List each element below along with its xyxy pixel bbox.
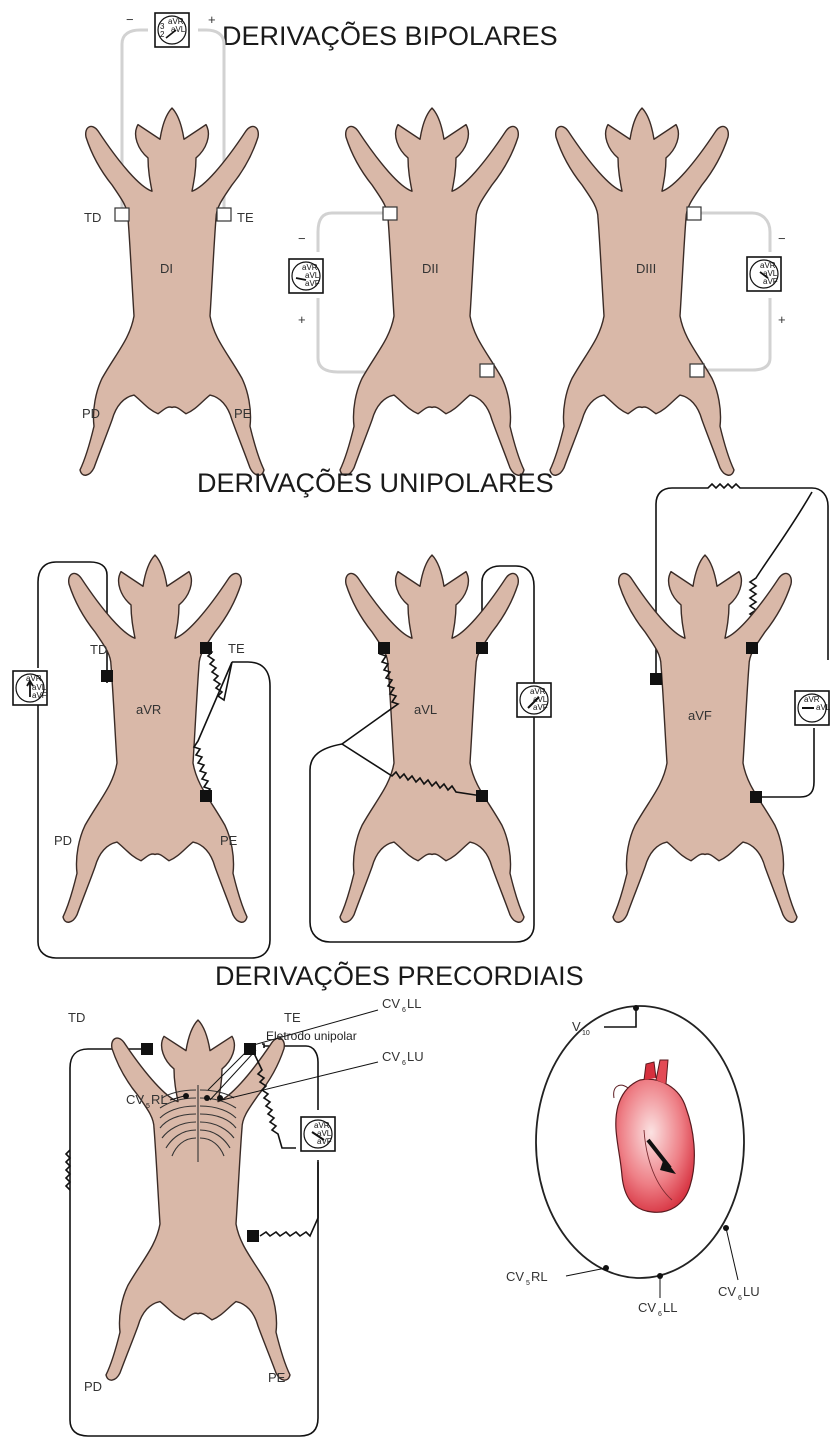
electrode-te: [476, 642, 488, 654]
svg-text:CV: CV: [638, 1300, 656, 1315]
label-te-di: TE: [237, 210, 254, 225]
svg-text:CV: CV: [382, 1049, 400, 1064]
lead-label-avf: aVF: [688, 708, 712, 723]
meter-label-avf: aVF: [763, 277, 778, 286]
lead-label-di: DI: [160, 261, 173, 276]
polarity-plus-dii: +: [298, 312, 306, 327]
svg-text:CV: CV: [506, 1269, 524, 1284]
meter-di: aVR aVL 3 2: [155, 13, 189, 47]
electrode-cv5rl: [183, 1093, 189, 1099]
meter-avf: aVR aVL: [795, 691, 830, 725]
svg-text:10: 10: [582, 1030, 590, 1037]
meter-diii: aVR aVL aVF: [747, 257, 781, 291]
svg-text:LU: LU: [743, 1284, 760, 1299]
meter-label-2: 2: [160, 30, 165, 39]
electrode-td: [383, 207, 397, 220]
meter-label-avf: aVF: [32, 691, 47, 700]
svg-text:RL: RL: [151, 1092, 168, 1107]
meter-label-avf: aVF: [305, 279, 320, 288]
title-bipolar: DERIVAÇÕES BIPOLARES: [222, 20, 558, 51]
electrode-te: [687, 207, 701, 220]
label-td-di: TD: [84, 210, 101, 225]
svg-text:6: 6: [738, 1295, 742, 1302]
thorax-section: [536, 1005, 744, 1298]
dog-avr: [38, 555, 270, 958]
meter-avr: aVR aVL aVF: [13, 671, 47, 705]
electrode-cv6lu: [217, 1095, 223, 1101]
label-td-precordial: TD: [68, 1010, 85, 1025]
polarity-plus-diii: +: [778, 312, 786, 327]
polarity-minus-di: −: [126, 12, 134, 27]
lead-label-avl: aVL: [414, 702, 437, 717]
label-td-avr: TD: [90, 642, 107, 657]
meter-label-avf: aVF: [533, 703, 548, 712]
svg-text:6: 6: [658, 1311, 662, 1318]
svg-text:LL: LL: [407, 996, 421, 1011]
svg-text:LU: LU: [407, 1049, 424, 1064]
label-pd-di: PD: [82, 406, 100, 421]
electrode-td: [101, 670, 113, 682]
svg-text:CV: CV: [718, 1284, 736, 1299]
lead-label-dii: DII: [422, 261, 439, 276]
electrode-te: [746, 642, 758, 654]
label-cv6lu-section: CV 6 LU: [718, 1284, 760, 1302]
meter-precordial: aVR aVL aVF: [301, 1117, 335, 1151]
label-pd-precordial: PD: [84, 1379, 102, 1394]
svg-text:RL: RL: [531, 1269, 548, 1284]
svg-text:LL: LL: [663, 1300, 677, 1315]
electrode-cv6ll: [204, 1095, 210, 1101]
svg-text:V: V: [572, 1019, 581, 1034]
electrode-te: [200, 642, 212, 654]
label-cv6lu: CV 6 LU: [382, 1049, 424, 1067]
meter-avl: aVR aVL aVF: [517, 683, 551, 717]
title-unipolar: DERIVAÇÕES UNIPOLARES: [197, 467, 554, 498]
polarity-plus-di: +: [208, 12, 216, 27]
electrode-td: [378, 642, 390, 654]
label-pe-avr: PE: [220, 833, 238, 848]
electrode-unipolar-label: Eletrodo unipolar: [266, 1029, 357, 1043]
dog-diii: [550, 108, 770, 475]
label-pd-avr: PD: [54, 833, 72, 848]
electrode-td: [650, 673, 662, 685]
electrode-td: [115, 208, 129, 221]
polarity-minus-dii: −: [298, 231, 306, 246]
dog-avl: [310, 555, 534, 942]
meter-label-avr: aVR: [26, 674, 42, 683]
electrode-te: [217, 208, 231, 221]
dog-dii: [318, 108, 524, 475]
electrode-pe: [476, 790, 488, 802]
electrode-te: [244, 1043, 256, 1055]
electrode-pe: [200, 790, 212, 802]
lead-label-diii: DIII: [636, 261, 656, 276]
electrode-pe: [690, 364, 704, 377]
electrode-pe: [247, 1230, 259, 1242]
lead-label-avr: aVR: [136, 702, 161, 717]
svg-text:5: 5: [146, 1103, 150, 1110]
label-cv6ll: CV 6 LL: [382, 996, 421, 1014]
meter-label-avl: aVL: [816, 703, 830, 712]
label-te-precordial: TE: [284, 1010, 301, 1025]
meter-label-avf: aVF: [317, 1137, 332, 1146]
meter-dii: aVR aVL aVF: [289, 259, 323, 293]
title-precordial: DERIVAÇÕES PRECORDIAIS: [215, 960, 584, 991]
svg-text:5: 5: [526, 1280, 530, 1287]
label-cv5rl-section: CV 5 RL: [506, 1269, 548, 1287]
polarity-minus-diii: −: [778, 231, 786, 246]
label-te-avr: TE: [228, 641, 245, 656]
svg-text:6: 6: [402, 1007, 406, 1014]
electrode-pe: [750, 791, 762, 803]
svg-text:CV: CV: [382, 996, 400, 1011]
svg-text:CV: CV: [126, 1092, 144, 1107]
dog-precordial: [66, 1010, 378, 1436]
label-cv6ll-section: CV 6 LL: [638, 1300, 677, 1318]
svg-text:6: 6: [402, 1060, 406, 1067]
electrode-td: [141, 1043, 153, 1055]
label-pe-precordial: PE: [268, 1370, 286, 1385]
electrode-pe: [480, 364, 494, 377]
label-pe-di: PE: [234, 406, 252, 421]
